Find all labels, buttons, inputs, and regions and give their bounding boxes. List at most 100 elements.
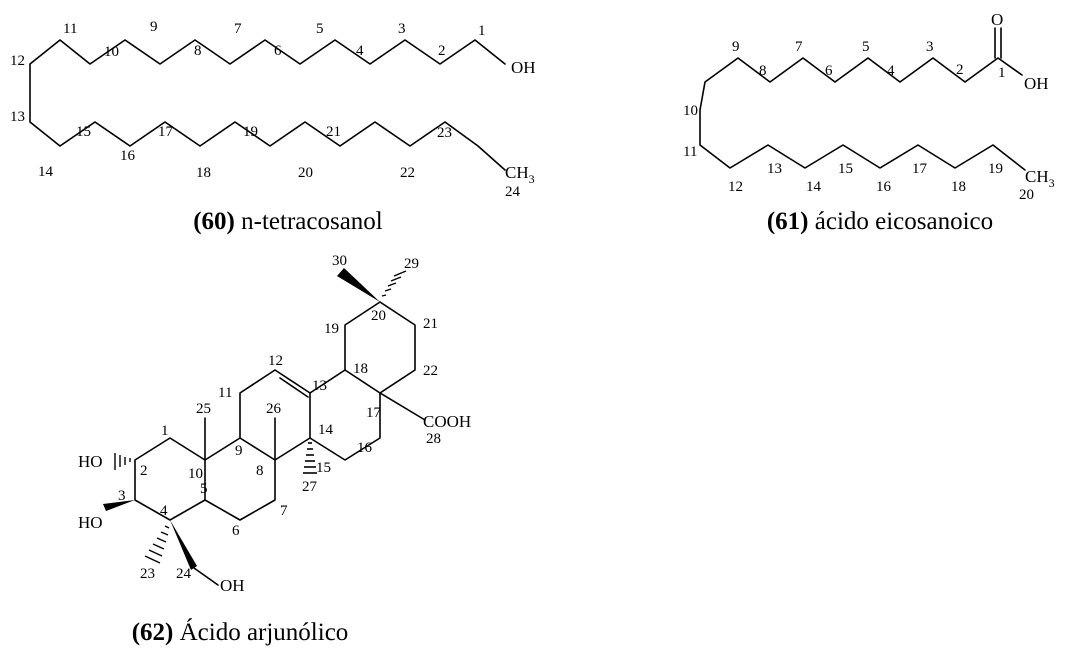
atom-label: 6 xyxy=(274,43,282,59)
atom-label: 26 xyxy=(266,401,282,417)
atom-label: 11 xyxy=(218,385,232,401)
atom-label: 13 xyxy=(767,161,782,177)
c24-wedge-bond xyxy=(170,520,197,570)
atom-label: 4 xyxy=(887,63,895,79)
atom-label: 5 xyxy=(316,21,324,37)
methyl-group-label: CH3 xyxy=(505,163,535,186)
atom-label: 9 xyxy=(732,39,740,55)
methyl-29-hashed-bond xyxy=(381,270,407,297)
methyl-30-wedge-bond xyxy=(337,268,380,302)
c2-hydroxyl-hashed-bond xyxy=(114,453,131,470)
atom-label: 24 xyxy=(505,184,521,200)
atom-label: 20 xyxy=(298,165,313,181)
atom-label: 22 xyxy=(423,363,438,379)
atom-label: 15 xyxy=(838,161,853,177)
ring-d xyxy=(309,369,381,461)
c3-hydroxyl-wedge-bond xyxy=(103,500,135,511)
atom-label: 24 xyxy=(176,566,192,582)
atom-label: 1 xyxy=(478,23,486,39)
atom-label: 9 xyxy=(150,19,158,35)
atom-label: 17 xyxy=(912,161,928,177)
atom-label: 23 xyxy=(437,125,452,141)
atom-label: 17 xyxy=(158,124,174,140)
atom-label: 16 xyxy=(876,179,892,195)
atom-label: 15 xyxy=(76,124,91,140)
atom-label: 29 xyxy=(404,256,419,272)
atom-label: 1 xyxy=(161,423,169,439)
atom-label: 19 xyxy=(243,124,258,140)
atom-label: 27 xyxy=(302,479,318,495)
carboxyl-group-label: COOH xyxy=(423,412,471,431)
atom-label: 7 xyxy=(280,503,288,519)
compound-62-structure: HO HO OH COOH 1 2 3 4 5 6 7 8 9 10 11 12… xyxy=(78,253,471,595)
atom-label: 18 xyxy=(951,179,966,195)
carbonyl-oxygen-label: O xyxy=(991,10,1003,29)
compound-61-structure: O OH 1 2 3 4 5 6 7 8 9 10 11 12 13 14 15… xyxy=(683,10,1055,203)
atom-label: 25 xyxy=(196,401,211,417)
atom-label: 30 xyxy=(332,253,347,269)
atom-label: 7 xyxy=(234,21,242,37)
hydroxyl-group-label: OH xyxy=(1024,74,1049,93)
atom-label: 23 xyxy=(140,566,155,582)
atom-label: 14 xyxy=(318,422,334,438)
methyl-23-hashed-bond xyxy=(144,525,170,564)
compound-60-structure: 1 2 3 4 5 6 7 8 9 10 11 12 13 14 15 16 1… xyxy=(10,19,536,200)
compound-61-caption: (61) ácido eicosanoico xyxy=(767,208,993,235)
atom-label: 21 xyxy=(423,316,438,332)
atom-label: 4 xyxy=(356,43,364,59)
atom-label: 3 xyxy=(398,21,406,37)
hydroxyl-group-label: HO xyxy=(78,452,103,471)
atom-label: 18 xyxy=(196,165,211,181)
atom-label: 8 xyxy=(759,63,767,79)
atom-label: 6 xyxy=(232,523,240,539)
compound-62-caption: (62) Ácido arjunólico xyxy=(132,618,349,646)
atom-label: 3 xyxy=(118,488,126,504)
atom-label: 15 xyxy=(316,460,331,476)
ring-e xyxy=(344,301,416,394)
atom-label: 14 xyxy=(806,179,822,195)
atom-label: 16 xyxy=(357,440,373,456)
carbonyl-double-bond xyxy=(994,27,1002,59)
methyl-group-label: CH3 xyxy=(1025,167,1055,190)
atom-label: 2 xyxy=(140,463,148,479)
atom-label: 14 xyxy=(38,164,54,180)
atom-label: 5 xyxy=(200,481,208,497)
atom-label: 19 xyxy=(324,321,339,337)
atom-label: 12 xyxy=(268,353,283,369)
atom-label: 11 xyxy=(683,144,697,160)
atom-label: 3 xyxy=(926,39,934,55)
methyl-27-hashed-bond xyxy=(303,442,317,474)
atom-label: 17 xyxy=(366,405,382,421)
atom-label: 12 xyxy=(728,179,743,195)
compound-60-carbon-chain xyxy=(29,39,506,171)
hydroxyl-group-label: HO xyxy=(78,513,103,532)
atom-label: 20 xyxy=(371,308,386,324)
atom-label: 2 xyxy=(438,43,446,59)
atom-label: 13 xyxy=(312,378,327,394)
atom-label: 6 xyxy=(825,63,833,79)
atom-label: 10 xyxy=(104,44,119,60)
atom-label: 16 xyxy=(120,148,136,164)
ring-b xyxy=(204,437,276,521)
atom-label: 13 xyxy=(10,109,25,125)
atom-label: 12 xyxy=(10,53,25,69)
atom-label: 8 xyxy=(194,43,202,59)
atom-label: 21 xyxy=(326,124,341,140)
atom-label: 10 xyxy=(683,103,698,119)
hydroxyl-group-label: OH xyxy=(220,576,245,595)
atom-label: 28 xyxy=(426,431,441,447)
compound-61-carbon-chain xyxy=(699,57,1026,171)
atom-label: 4 xyxy=(160,503,168,519)
atom-label: 10 xyxy=(188,466,203,482)
atom-label: 1 xyxy=(998,65,1006,81)
atom-label: 9 xyxy=(235,443,243,459)
ring-c xyxy=(239,369,311,461)
atom-label: 7 xyxy=(795,39,803,55)
c24-hydroxyl-bond xyxy=(193,567,219,586)
atom-label: 20 xyxy=(1019,187,1034,203)
c12-c13-double-bond xyxy=(279,377,309,398)
atom-label: 11 xyxy=(63,21,77,37)
atom-label: 18 xyxy=(353,361,368,377)
compound-60-caption: (60) n-tetracosanol xyxy=(193,208,383,235)
